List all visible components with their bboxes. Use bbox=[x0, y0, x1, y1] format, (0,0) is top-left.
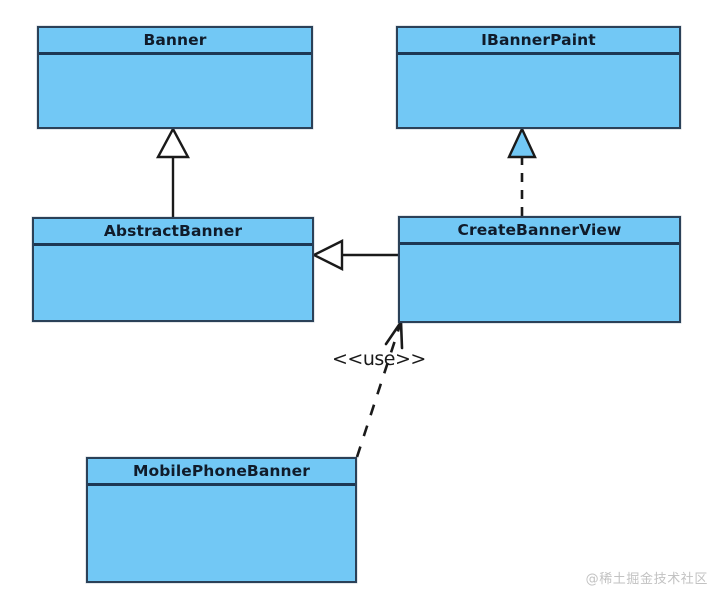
uml-class-body-createbannerview bbox=[400, 245, 679, 321]
filled-triangle-arrowhead bbox=[507, 126, 537, 159]
uml-class-name-mobilephonebanner: MobilePhoneBanner bbox=[88, 459, 355, 486]
uml-class-body-abstractbanner bbox=[34, 246, 312, 320]
dependency-line-dashed bbox=[355, 324, 402, 458]
uml-class-createbannerview[interactable]: CreateBannerView bbox=[398, 216, 681, 323]
relationship-abstractbanner-to-banner bbox=[155, 126, 191, 217]
uml-class-banner[interactable]: Banner bbox=[37, 26, 313, 129]
uml-class-body-banner bbox=[39, 55, 311, 127]
uml-class-name-ibannerpaint: IBannerPaint bbox=[398, 28, 679, 55]
uml-class-mobilephonebanner[interactable]: MobilePhoneBanner bbox=[86, 457, 357, 583]
relationship-createbannerview-to-ibannerpaint bbox=[507, 126, 537, 216]
uml-class-ibannerpaint[interactable]: IBannerPaint bbox=[396, 26, 681, 129]
relationship-label-use: <<use>> bbox=[332, 348, 426, 370]
uml-class-name-abstractbanner: AbstractBanner bbox=[34, 219, 312, 246]
watermark-text: @稀土掘金技术社区 bbox=[585, 572, 708, 587]
uml-class-abstractbanner[interactable]: AbstractBanner bbox=[32, 217, 314, 322]
uml-class-body-ibannerpaint bbox=[398, 55, 679, 127]
uml-class-name-createbannerview: CreateBannerView bbox=[400, 218, 679, 245]
relationship-mobilephonebanner-to-createbannerview bbox=[355, 318, 404, 458]
hollow-triangle-arrowhead bbox=[155, 126, 191, 159]
uml-class-name-banner: Banner bbox=[39, 28, 311, 55]
uml-class-body-mobilephonebanner bbox=[88, 486, 355, 581]
hollow-triangle-arrowhead bbox=[311, 239, 344, 271]
relationship-createbannerview-to-abstractbanner bbox=[311, 239, 398, 271]
